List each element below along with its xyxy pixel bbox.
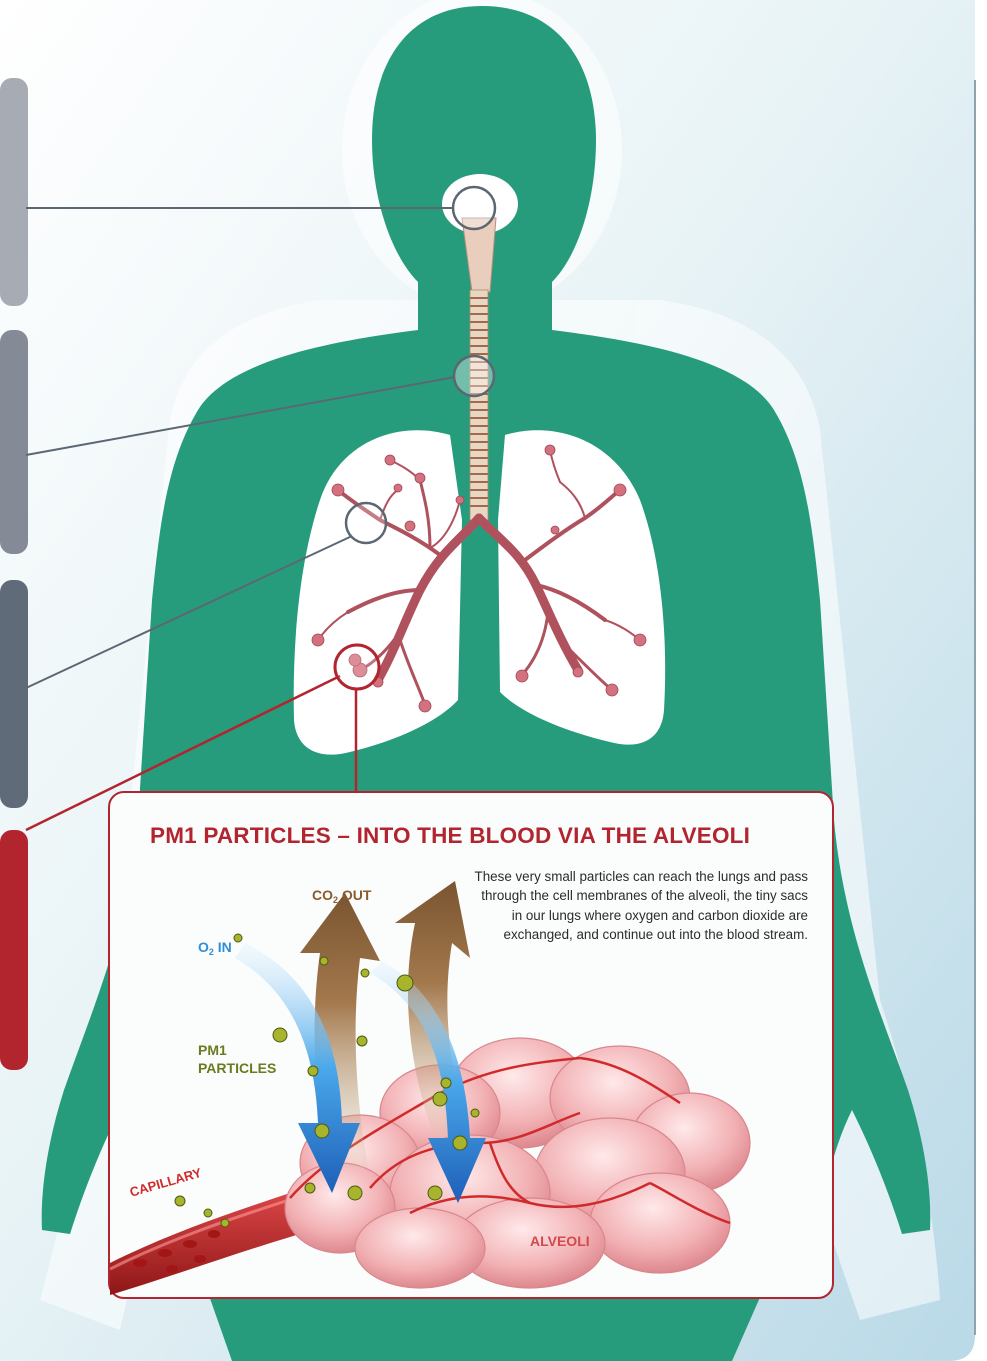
panel-description: These very small particles can reach the…	[468, 867, 808, 945]
tab-4[interactable]	[0, 830, 28, 1070]
tab-1[interactable]	[0, 78, 28, 306]
label-co2-out: CO2 OUT	[312, 887, 371, 905]
tab-3[interactable]	[0, 580, 28, 808]
circle-trachea[interactable]	[454, 356, 494, 396]
detail-panel: PM1 PARTICLES – INTO THE BLOOD VIA THE A…	[108, 791, 834, 1299]
circle-alveoli[interactable]	[335, 645, 379, 689]
circle-bronchi[interactable]	[346, 503, 386, 543]
panel-title: PM1 PARTICLES – INTO THE BLOOD VIA THE A…	[150, 823, 750, 849]
circle-throat[interactable]	[453, 187, 495, 229]
label-alveoli: ALVEOLI	[530, 1233, 590, 1249]
label-o2-in: O2 IN	[198, 939, 232, 957]
tab-2[interactable]	[0, 330, 28, 554]
